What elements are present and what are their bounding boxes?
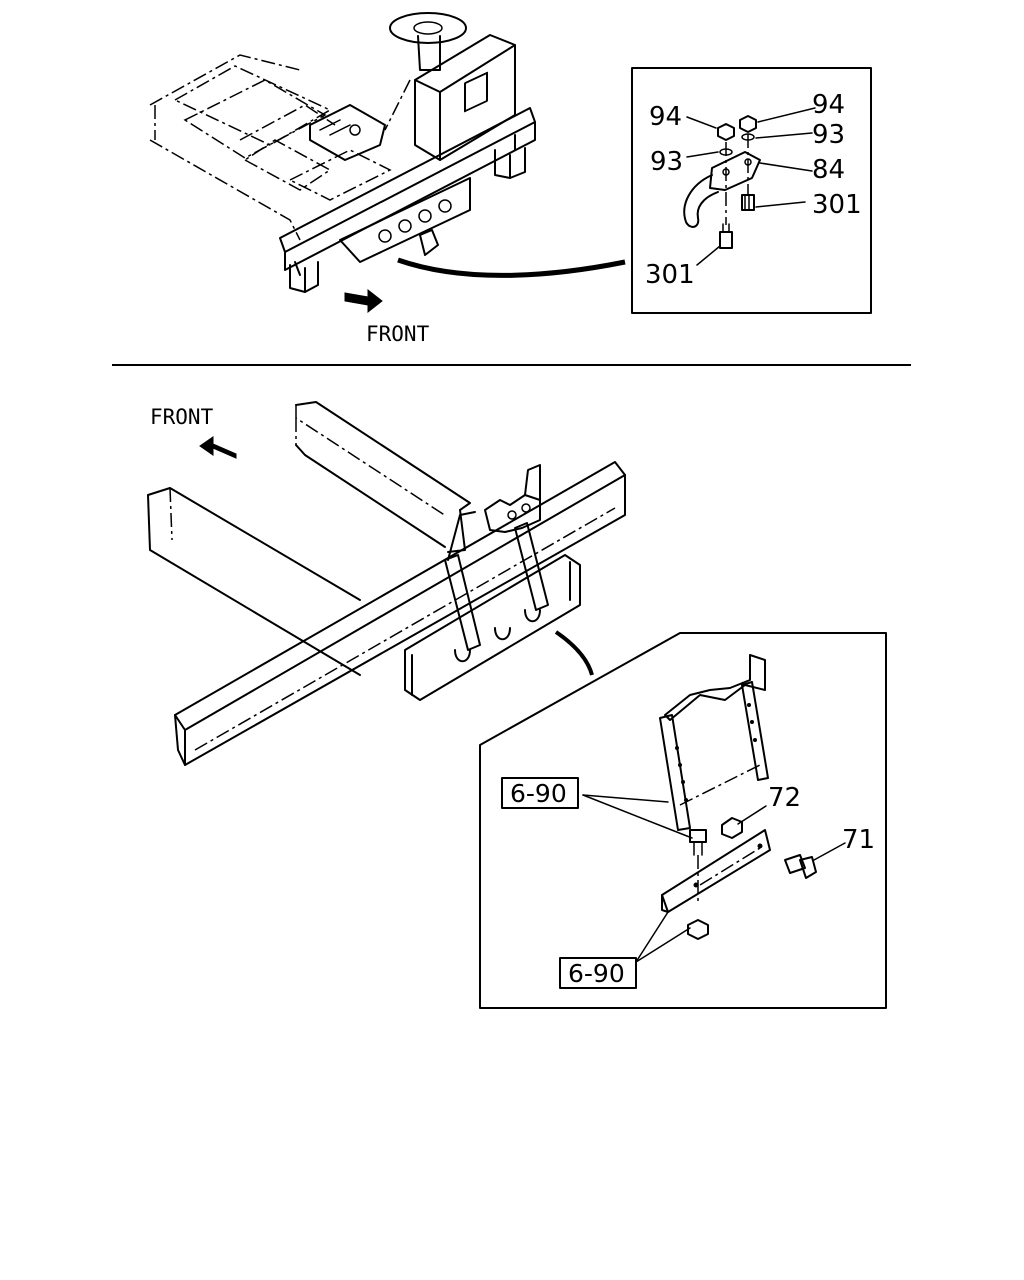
- ref-box-6-90-upper: [501, 777, 579, 809]
- ref-box-6-90-lower-label: 6-90: [568, 959, 625, 988]
- callout-301-left: 301: [645, 260, 695, 290]
- ref-box-6-90-upper-label: 6-90: [510, 779, 567, 808]
- top-chassis-illustration: FRONT: [149, 12, 626, 346]
- callout-93-right: 93: [812, 120, 845, 150]
- tow-hook-detail: 94 94 93 93 84 301 301: [631, 67, 872, 314]
- callout-301-right: 301: [812, 190, 862, 220]
- ref-box-6-90-lower: [559, 957, 637, 989]
- callout-72: 72: [768, 783, 801, 813]
- callout-94-right: 94: [812, 90, 845, 120]
- callout-71: 71: [842, 825, 875, 855]
- callout-84: 84: [812, 155, 845, 185]
- front-label-bottom: FRONT: [150, 405, 214, 429]
- front-label-top: FRONT: [366, 322, 430, 346]
- bracket-detail: 6-90 6-90 72 71: [479, 632, 887, 1009]
- callout-94-left: 94: [649, 102, 682, 132]
- bottom-frame-illustration: FRONT: [147, 401, 626, 766]
- callout-93-left: 93: [650, 147, 683, 177]
